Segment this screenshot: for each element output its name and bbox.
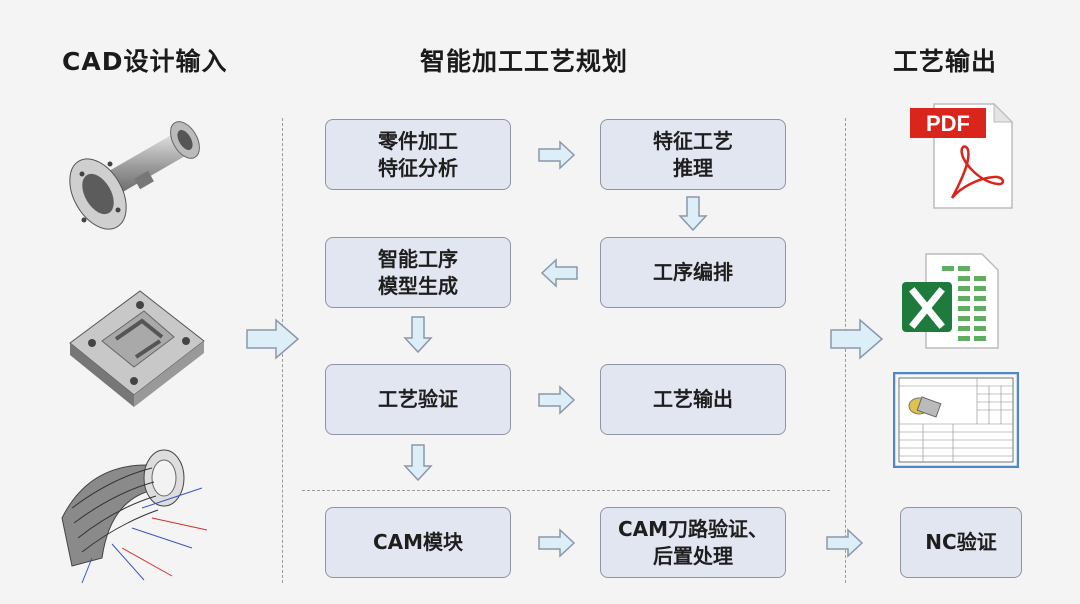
process-sheet-thumbnail	[893, 372, 1019, 468]
arrow-analysis-to-reasoning	[538, 140, 576, 170]
box-feature-analysis: 零件加工 特征分析	[325, 119, 511, 190]
arrow-input-to-planning	[246, 318, 300, 360]
box-process-output-label: 工艺输出	[653, 387, 733, 411]
box-process-verification-label: 工艺验证	[378, 387, 458, 411]
arrow-planning-to-output	[830, 318, 884, 360]
box-model-generation-label: 智能工序 模型生成	[378, 246, 458, 298]
arrow-verification-to-output	[538, 385, 576, 415]
box-cam-toolpath: CAM刀路验证、 后置处理	[600, 507, 786, 578]
box-feature-reasoning-label: 特征工艺 推理	[653, 128, 733, 180]
header-process-planning: 智能加工工艺规划	[420, 47, 629, 76]
box-process-output: 工艺输出	[600, 364, 786, 435]
box-feature-reasoning: 特征工艺 推理	[600, 119, 786, 190]
box-nc-verification: NC验证	[900, 507, 1022, 578]
box-feature-analysis-label: 零件加工 特征分析	[378, 128, 458, 180]
arrow-reasoning-to-sequencing	[678, 196, 708, 232]
arrow-generation-to-verification	[403, 316, 433, 354]
excel-file-icon	[902, 253, 999, 349]
box-cam-module-label: CAM模块	[372, 530, 464, 554]
box-cam-module: CAM模块	[325, 507, 511, 578]
cad-toolpath-part-image	[61, 449, 208, 584]
box-process-sequencing: 工序编排	[600, 237, 786, 308]
box-cam-toolpath-label: CAM刀路验证、 后置处理	[617, 516, 769, 568]
divider-horizontal	[302, 490, 830, 491]
header-cad-input: CAD设计输入	[62, 47, 228, 76]
arrow-toolpath-to-nc	[826, 528, 864, 558]
pdf-file-icon: PDF	[910, 102, 1014, 209]
box-nc-verification-label: NC验证	[925, 530, 997, 554]
box-model-generation: 智能工序 模型生成	[325, 237, 511, 308]
arrow-cam-to-toolpath	[538, 528, 576, 558]
header-process-output: 工艺输出	[893, 47, 998, 76]
box-process-sequencing-label: 工序编排	[653, 260, 733, 284]
arrow-sequencing-to-generation	[540, 258, 578, 288]
cad-pipe-part-image	[69, 121, 200, 230]
cad-plate-part-image	[69, 290, 205, 407]
arrow-verification-to-cam	[403, 444, 433, 482]
divider-right	[845, 118, 846, 583]
box-process-verification: 工艺验证	[325, 364, 511, 435]
pdf-label: PDF	[926, 111, 970, 136]
